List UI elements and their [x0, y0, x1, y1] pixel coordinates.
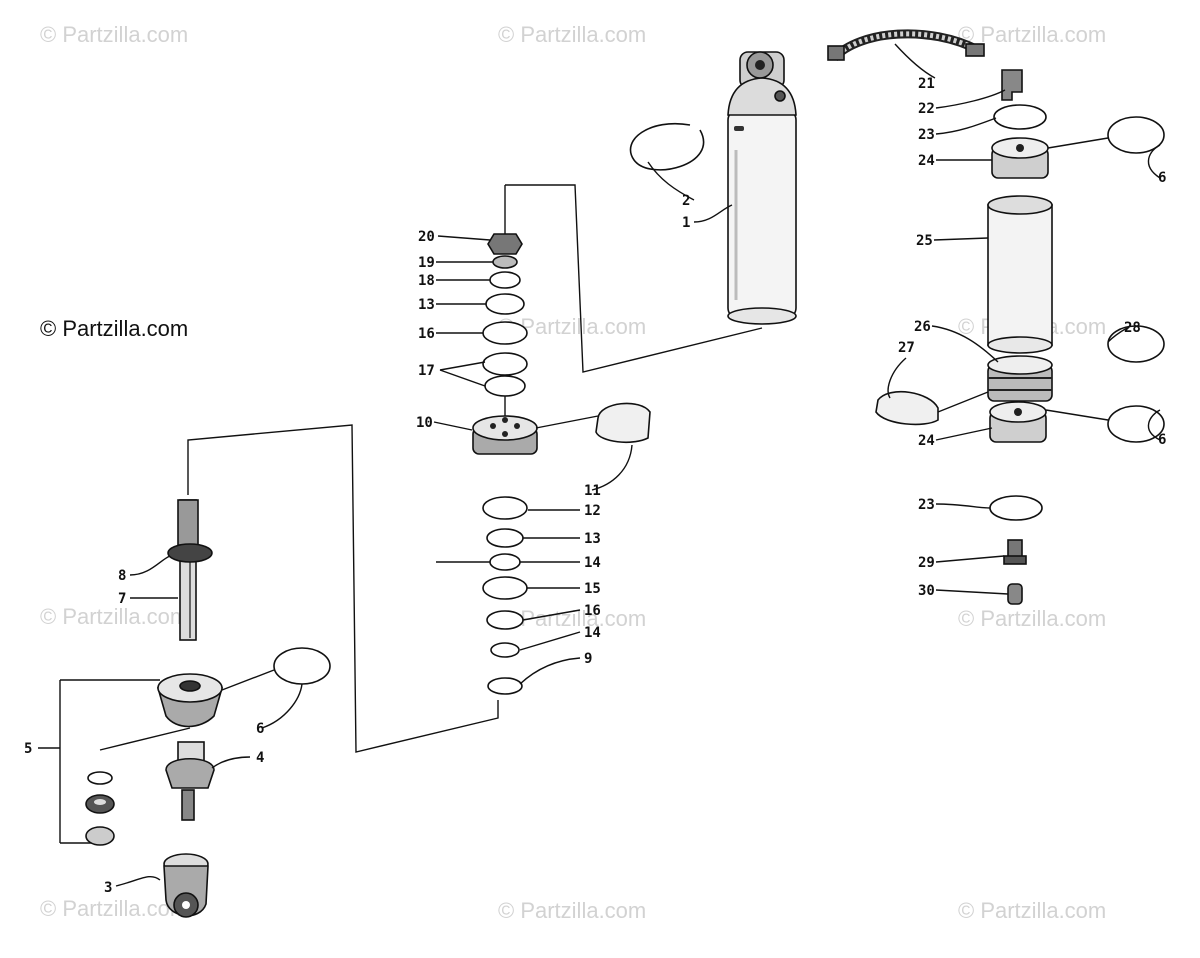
seal-ring	[85, 794, 115, 814]
callout-6-top: 6	[1158, 170, 1166, 186]
callout-24-lower: 24	[918, 433, 935, 449]
callout-24-upper: 24	[918, 153, 935, 169]
shim-14-lower	[490, 642, 520, 658]
rod-end-adapter-4	[165, 741, 215, 821]
callout-15: 15	[584, 581, 601, 597]
nut-20	[487, 233, 523, 255]
callout-26: 26	[914, 319, 931, 335]
shim-17-upper	[482, 352, 528, 376]
valve-cap	[1007, 583, 1023, 605]
callout-12: 12	[584, 503, 601, 519]
seal-cup	[85, 826, 115, 846]
callout-5: 5	[24, 741, 32, 757]
callout-19: 19	[418, 255, 435, 271]
watermark-bottom-right: © Partzilla.com	[958, 898, 1107, 923]
callout-22: 22	[918, 101, 935, 117]
watermark-low-right: © Partzilla.com	[958, 606, 1107, 631]
callout-16-upper: 16	[418, 326, 435, 342]
callout-23-upper: 23	[918, 127, 935, 143]
connector-line-lower	[187, 424, 499, 753]
callout-14-upper: 14	[584, 555, 601, 571]
connector-line-upper	[505, 184, 763, 373]
piston-rod	[177, 499, 199, 641]
shim-16-lower	[486, 610, 524, 630]
watermark-top-center: © Partzilla.com	[498, 22, 647, 47]
callout-2: 2	[682, 193, 690, 209]
watermark-bottom-left: © Partzilla.com	[40, 896, 189, 921]
callout-3: 3	[104, 880, 112, 896]
o-ring-28	[1107, 325, 1165, 363]
shim-12	[482, 496, 528, 520]
snap-ring	[629, 122, 705, 171]
watermark-top-right: © Partzilla.com	[958, 22, 1107, 47]
leader-lines	[38, 43, 1161, 887]
callout-14-lower: 14	[584, 625, 601, 641]
callout-27: 27	[898, 340, 915, 356]
callout-28: 28	[1124, 320, 1141, 336]
o-ring-lower	[989, 495, 1043, 521]
reservoir-hose	[827, 29, 985, 62]
callout-30: 30	[918, 583, 935, 599]
o-ring-upper	[993, 104, 1047, 130]
callout-21: 21	[918, 76, 935, 92]
piston-band-11	[595, 402, 651, 444]
bumper-8	[167, 543, 213, 563]
callout-17: 17	[418, 363, 435, 379]
piston-10	[472, 415, 538, 455]
watermark-top-left: © Partzilla.com	[40, 22, 189, 47]
callout-20: 20	[418, 229, 435, 245]
callout-1: 1	[682, 215, 690, 231]
shim-16-upper	[482, 321, 528, 345]
seal-washer	[87, 771, 113, 785]
o-ring-6-top-right	[1107, 116, 1165, 154]
shock-body	[727, 51, 797, 325]
rod-eye-3	[163, 853, 209, 918]
callout-18: 18	[418, 273, 435, 289]
callout-11: 11	[584, 483, 601, 499]
piston-seal-band	[875, 391, 939, 426]
end-cap-upper	[991, 137, 1049, 179]
callout-8: 8	[118, 568, 126, 584]
callout-7: 7	[118, 591, 126, 607]
shim-13-lower	[486, 528, 524, 548]
shim-15	[482, 576, 528, 600]
washer-9	[487, 677, 523, 695]
reservoir-cylinder	[987, 195, 1053, 354]
seal-head-5	[156, 673, 224, 728]
watermark-low-left: © Partzilla.com	[40, 604, 189, 629]
watermark-bottom-center: © Partzilla.com	[498, 898, 647, 923]
callout-10: 10	[416, 415, 433, 431]
floating-piston	[987, 355, 1053, 402]
elbow-fitting	[1001, 69, 1023, 101]
watermark-main: © Partzilla.com	[40, 316, 189, 341]
callout-13-upper: 13	[418, 297, 435, 313]
fill-valve	[1003, 539, 1027, 565]
end-cap-lower	[989, 401, 1047, 443]
shim-13-upper	[485, 293, 525, 315]
shim-14-upper	[489, 553, 521, 571]
o-ring-6-left	[273, 647, 331, 685]
callout-13-lower: 13	[584, 531, 601, 547]
o-ring-6-mid-right	[1107, 405, 1165, 443]
callout-29: 29	[918, 555, 935, 571]
callout-16-lower: 16	[584, 603, 601, 619]
callout-4: 4	[256, 750, 264, 766]
callout-23-lower: 23	[918, 497, 935, 513]
shim-17-lower	[484, 375, 526, 397]
callout-9: 9	[584, 651, 592, 667]
callout-6-mid: 6	[1158, 432, 1166, 448]
washer-18	[489, 271, 521, 289]
callout-25: 25	[916, 233, 933, 249]
bracket-5-link	[99, 727, 191, 751]
callout-6-left: 6	[256, 721, 264, 737]
washer-19	[492, 255, 518, 269]
